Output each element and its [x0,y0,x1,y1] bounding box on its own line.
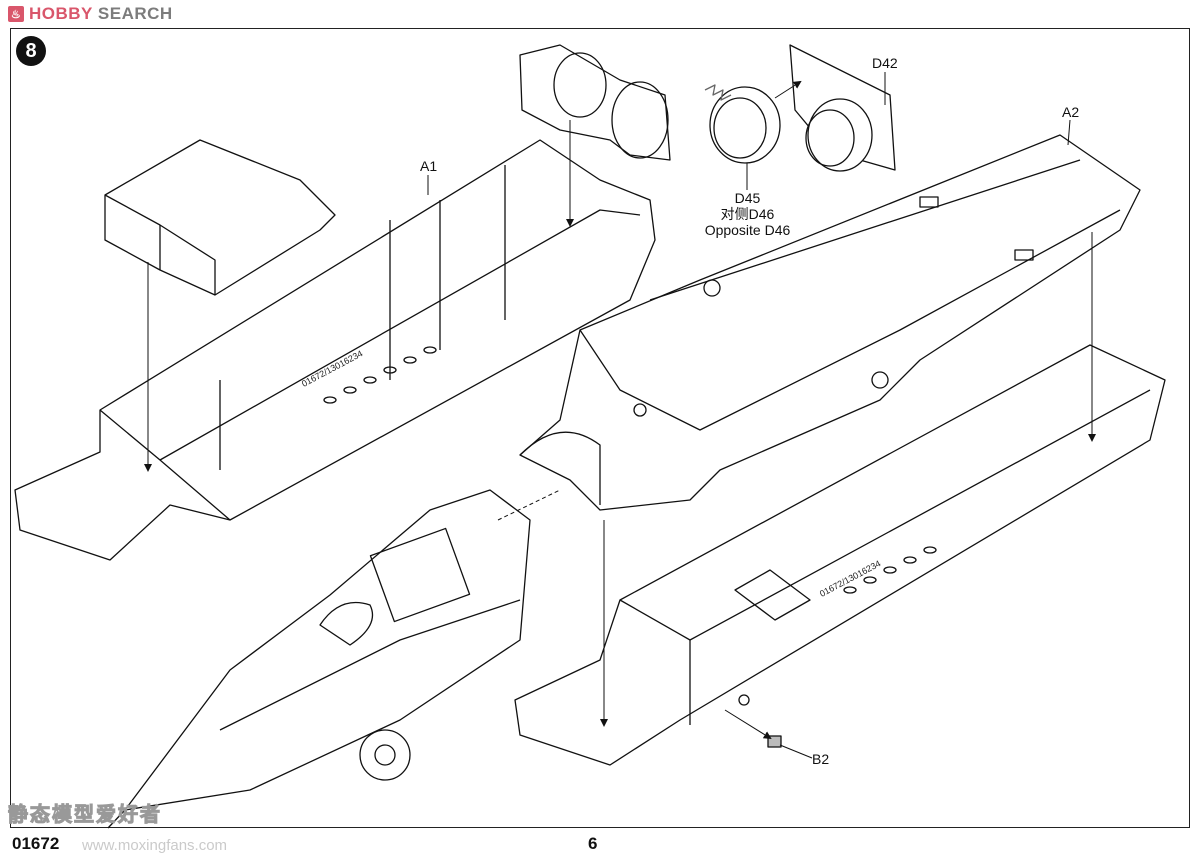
arrow-nose [497,489,561,521]
instruction-frame [10,28,1190,828]
direction-hint-icon [704,84,732,101]
part-label-a1: A1 [420,158,438,174]
intake-duct-part [519,44,671,161]
part-label-d46-en: Opposite D46 [704,222,791,238]
nose-wheel [359,729,411,781]
logo-text-hobby: HOBBY [29,4,93,23]
leader-b2 [779,744,813,759]
watermark-cn: 静态模型爱好者 [8,804,162,827]
part-label-d45-group: D45 对侧D46 Opposite D46 [700,190,795,238]
arrow-b2 [724,709,772,740]
part-label-d42: D42 [872,55,898,71]
fuselage-half-a1 [14,139,656,561]
arrow-nozzle [774,80,802,99]
kit-number: 01672 [12,834,60,853]
part-label-d46-cn: 对侧D46 [720,206,775,222]
upper-bay-part [104,139,336,296]
nose-section [107,489,531,829]
watermark-url: www.moxingfans.com [82,837,228,854]
part-b2 [767,735,782,748]
hobby-search-logo: ♨ HOBBY SEARCH [8,4,173,24]
upper-fuselage-a2 [519,134,1141,511]
logo-text-search: SEARCH [97,4,173,23]
part-label-b2: B2 [812,751,830,767]
page-number: 6 [588,834,598,853]
leader-a2 [1067,119,1071,146]
fuselage-half-right [514,344,1166,766]
part-label-a2: A2 [1062,104,1080,120]
part-label-d45: D45 [734,190,761,206]
exhaust-assembly [704,44,896,172]
step-number-badge: 8 [16,36,46,66]
logo-icon: ♨ [8,6,24,22]
